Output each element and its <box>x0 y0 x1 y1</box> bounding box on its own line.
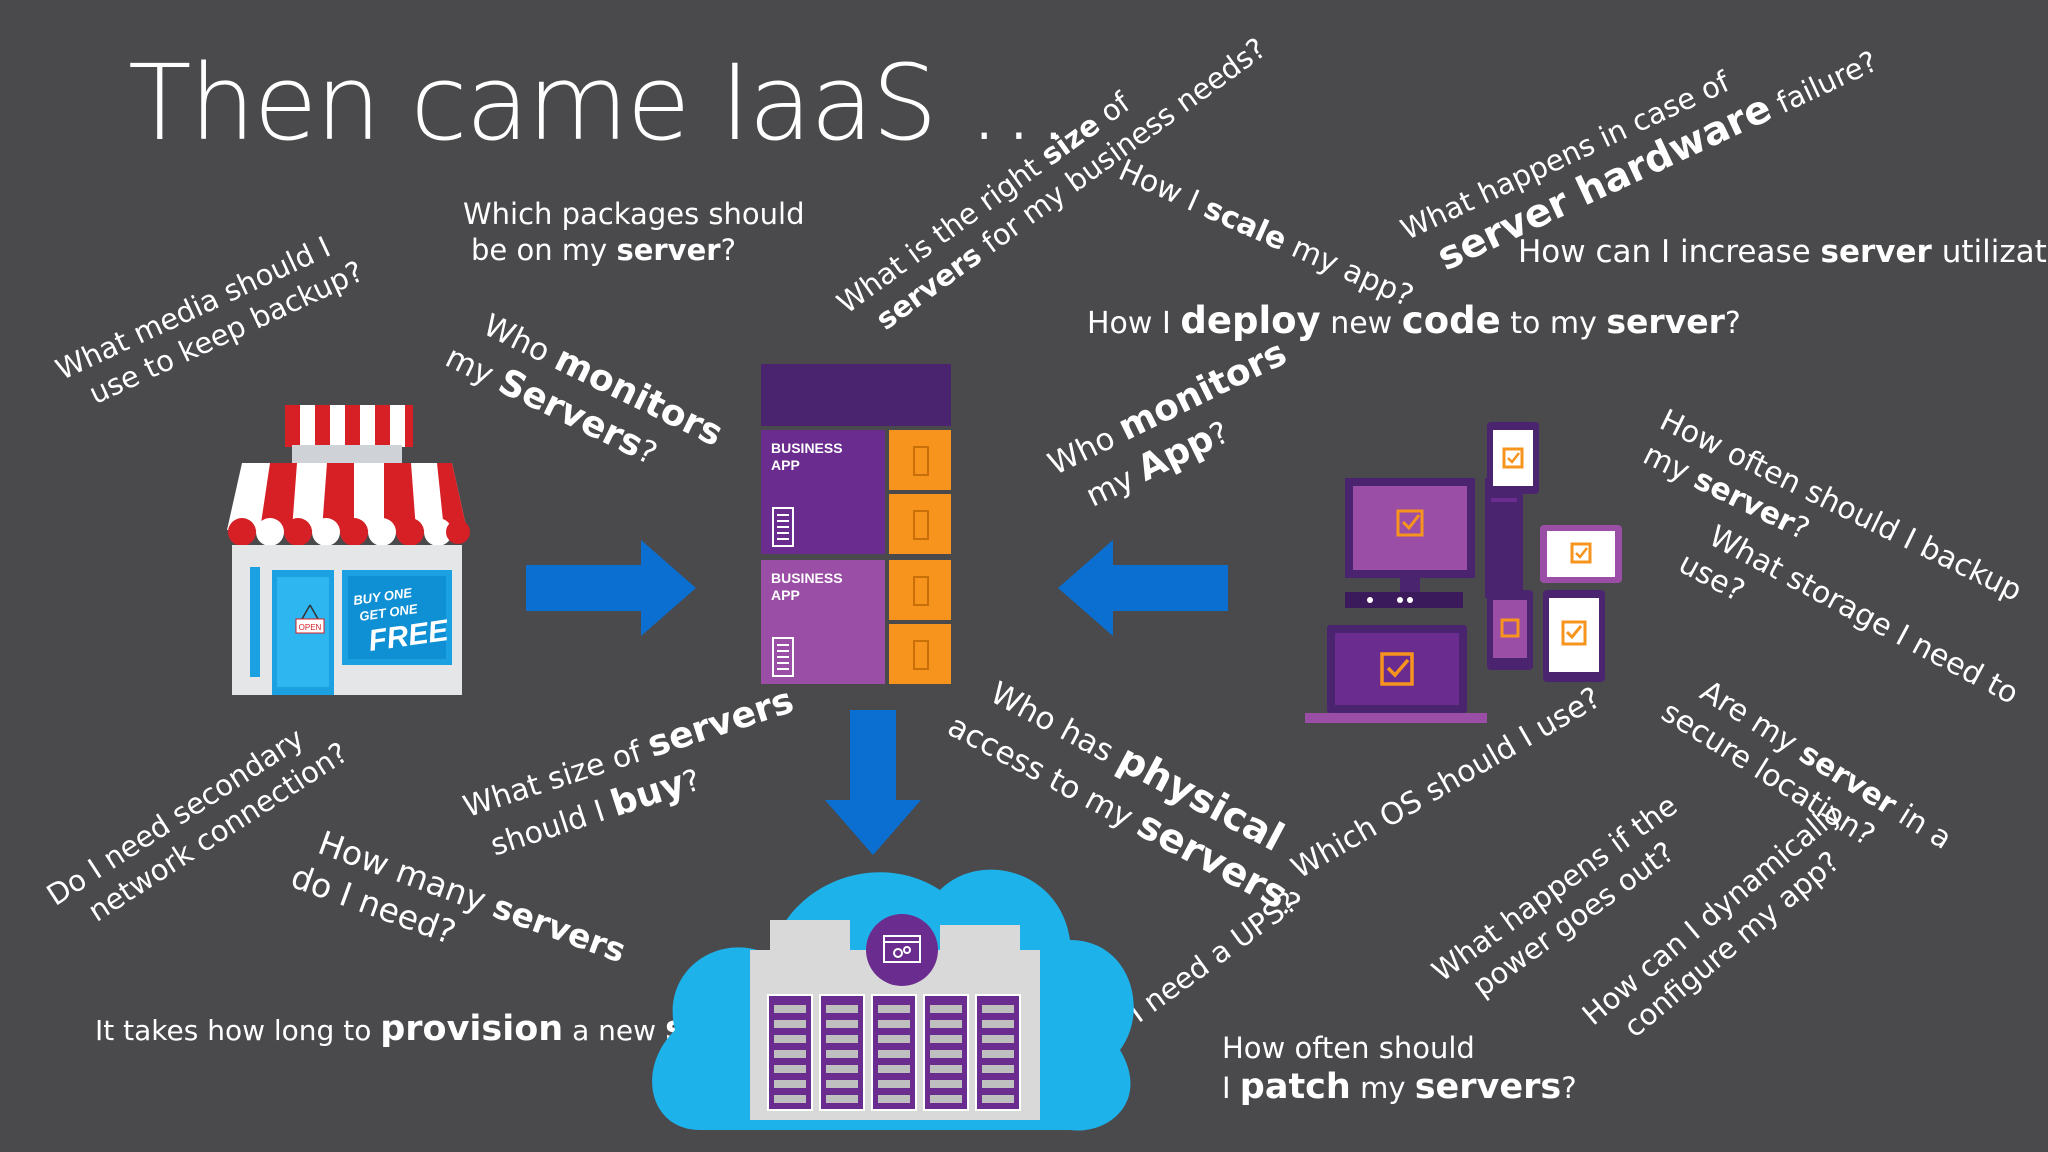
tall-tablet-device <box>1543 590 1605 682</box>
drive-slot-1 <box>889 430 951 490</box>
laptop-device <box>1305 625 1487 723</box>
building-icon-1 <box>772 507 794 547</box>
drive-slot-4 <box>889 624 951 684</box>
drive-slot-2 <box>889 494 951 554</box>
question-utilization: How can I increase server utilization? <box>1518 234 2048 270</box>
question-packages: Which packages should be on my server? <box>463 197 805 268</box>
svg-text:OPEN: OPEN <box>299 623 322 632</box>
small-phone-device <box>1487 590 1533 670</box>
question-patch: How often should I patch my servers? <box>1222 1031 1577 1108</box>
phone-device <box>1487 422 1539 494</box>
business-app-label-1: BUSINESS APP <box>771 440 843 473</box>
cloud-datacenter <box>652 869 1134 1131</box>
question-monitors-app: Who monitors my App? <box>1042 332 1293 515</box>
rack-top <box>761 364 951 426</box>
open-tag: OPEN <box>295 604 325 634</box>
business-app-block-2: BUSINESS APP <box>761 560 885 684</box>
arrow-down <box>825 710 921 855</box>
drive-slot-3 <box>889 560 951 620</box>
devices-illustration <box>1305 422 1622 723</box>
awning-top <box>285 405 413 447</box>
question-how-many: How many servers do I need? <box>286 822 632 971</box>
question-network: Do I need secondary network connection? <box>40 720 355 929</box>
building-icon-2 <box>772 637 794 677</box>
storefront-illustration: OPEN BUY ONE GET ONE FREE <box>227 405 470 695</box>
desktop-monitor <box>1345 478 1475 608</box>
awning-main <box>227 463 470 546</box>
server-rack: BUSINESS APP BUSINESS APP <box>761 364 951 688</box>
question-monitors-servers: Who monitors my Servers? <box>439 307 730 473</box>
arrow-left <box>1058 540 1228 636</box>
datacenter-building <box>750 914 1040 1120</box>
tablet-device <box>1540 525 1622 583</box>
arrow-right <box>526 540 696 636</box>
sale-sign: BUY ONE GET ONE FREE <box>342 570 452 665</box>
question-scale: How I scale my app? <box>1113 152 1419 315</box>
question-deploy: How I deploy new code to my server? <box>1087 299 1741 342</box>
business-app-block-1: BUSINESS APP <box>761 430 885 554</box>
business-app-label-2: BUSINESS APP <box>771 570 843 603</box>
pc-tower <box>1485 478 1523 598</box>
question-media-backup: What media should I use to keep backup? <box>50 229 369 412</box>
slide-title: Then came IaaS … <box>128 42 1071 164</box>
